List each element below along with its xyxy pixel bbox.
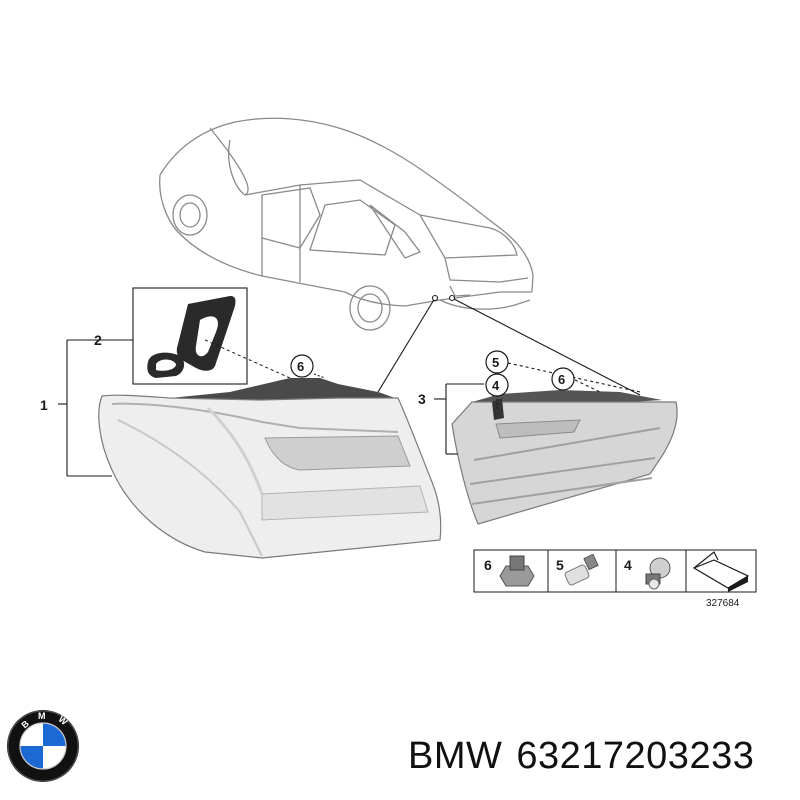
gasket-shape-icon	[692, 551, 750, 592]
svg-text:5: 5	[556, 557, 564, 573]
callout-2: 2	[94, 332, 102, 348]
outer-tail-lamp	[98, 378, 442, 559]
part-number: 63217203233	[516, 735, 755, 777]
svg-text:6: 6	[484, 557, 492, 573]
parts-legend: 6 5 4	[473, 549, 757, 609]
callout-1: 1	[40, 397, 48, 413]
part-title: BMW 63217203233	[408, 735, 788, 783]
svg-text:2: 2	[94, 332, 102, 348]
bulb-holder-icon	[645, 557, 671, 590]
nut-icon	[499, 555, 535, 587]
brand-name: BMW	[408, 735, 503, 777]
gasket-detail-box	[132, 287, 291, 385]
svg-text:5: 5	[492, 355, 499, 370]
leader-lines	[377, 294, 641, 396]
callout-6-left: 6	[290, 354, 314, 378]
svg-text:1: 1	[40, 397, 48, 413]
bulb-icon	[564, 553, 599, 586]
callout-5: 5	[485, 350, 509, 374]
svg-text:6: 6	[558, 372, 565, 387]
legend-item-gasket-shape	[692, 551, 750, 592]
svg-text:6: 6	[297, 359, 304, 374]
part-code: 327684	[706, 598, 740, 609]
callout-4: 4	[485, 373, 509, 397]
legend-item-holder: 4	[624, 557, 671, 590]
bmw-logo: B M W	[7, 710, 79, 782]
svg-text:4: 4	[492, 378, 500, 393]
svg-text:4: 4	[624, 557, 632, 573]
svg-text:3: 3	[418, 391, 426, 407]
callout-6-right: 6	[551, 367, 575, 391]
svg-text:B: B	[19, 718, 31, 730]
callout-3: 3	[418, 391, 426, 407]
svg-text:M: M	[38, 711, 46, 721]
inner-tail-lamp	[451, 390, 678, 525]
legend-item-nut: 6	[484, 555, 535, 587]
legend-item-bulb: 5	[556, 553, 599, 586]
